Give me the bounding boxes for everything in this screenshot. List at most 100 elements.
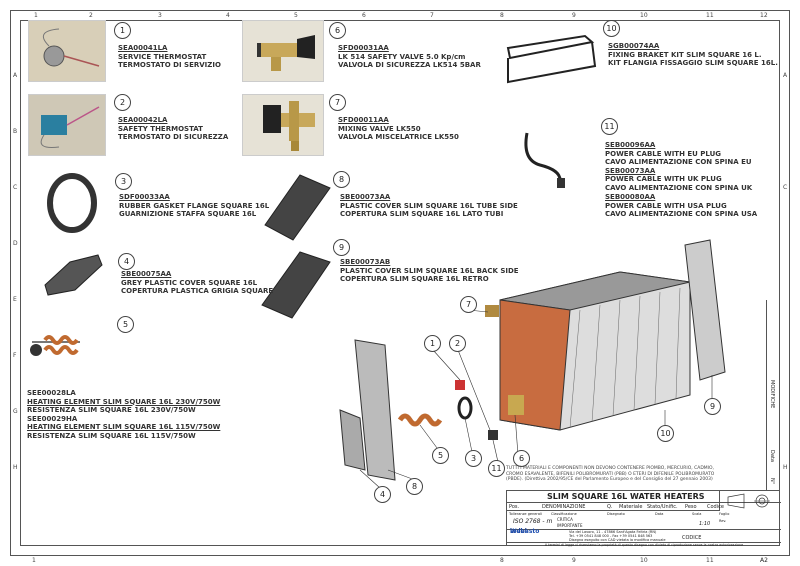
company-phone: Tel. +39 0541 848 000 - Fax +39 0541 848…: [569, 534, 653, 538]
assembly-callout-10: 10: [657, 425, 674, 442]
zone-col: 8: [500, 557, 504, 564]
grey-cover-drawing: [44, 254, 103, 296]
assembly-callout-6: 6: [513, 450, 530, 467]
callout-8: 8: [333, 171, 350, 188]
assembly-callout-4: 4: [374, 486, 391, 503]
callout-6: 6: [329, 22, 346, 39]
tube-side-cover-drawing: [264, 174, 331, 241]
exploded-cover-left: [354, 339, 396, 481]
code-label: CODICE: [682, 535, 702, 541]
zone-row: E: [13, 296, 17, 303]
scale-value: 1:10: [699, 521, 711, 527]
back-side-cover-drawing: [261, 251, 331, 319]
classification-label: Classificazione: [551, 512, 577, 516]
col-pos: Pos.: [509, 504, 520, 510]
drawing-frame: [10, 10, 790, 556]
zone-col: 9: [572, 557, 576, 564]
callout-5: 5: [117, 316, 134, 333]
zone-col: 10: [640, 557, 648, 564]
col-codice: Codice: [707, 504, 724, 510]
compliance-note: TUTTI I MATERIALI E COMPONENTI NON DEVON…: [506, 466, 715, 482]
exploded-cover-small: [339, 409, 366, 471]
mixing-valve-photo: [242, 94, 324, 156]
assembly-callout-2: 2: [449, 335, 466, 352]
important-label: IMPORTANTE: [557, 523, 583, 528]
assembly-callout-9: 9: [704, 398, 721, 415]
safety-valve-photo: [242, 20, 324, 82]
zone-row: H: [783, 464, 788, 471]
col-stato: Stato/Unific.: [647, 504, 678, 510]
sheet-label: Foglio: [719, 512, 730, 516]
exploded-heating-element: [397, 413, 443, 427]
service-thermostat-photo: [28, 20, 106, 82]
zone-col: 4: [226, 12, 230, 19]
zone-col: 9: [572, 12, 576, 19]
safety-thermostat-photo: [28, 94, 106, 156]
company-address: Via del Lavoro, 11 - 47866 Sant'Agata Fe…: [569, 530, 657, 534]
scale-label: Scala: [692, 512, 702, 516]
zone-col: 3: [158, 12, 162, 19]
fixing-bracket-drawing: [506, 34, 597, 84]
zone-row: G: [13, 408, 18, 415]
sheet-size: A2: [760, 557, 768, 564]
zone-row: F: [13, 352, 17, 359]
callout-1: 1: [114, 22, 131, 39]
zone-row: D: [13, 240, 18, 247]
zone-row: A: [13, 72, 18, 79]
zone-row: H: [13, 464, 18, 471]
col-denominazione: DENOMINAZIONE: [542, 504, 586, 510]
tolerance-value: ISO 2768 - m: [513, 518, 553, 525]
assembly-callout-11: 11: [488, 460, 505, 477]
drawing-title: SLIM SQUARE 16L WATER HEATERS: [547, 492, 705, 501]
assembly-callout-8: 8: [406, 478, 423, 495]
rubber-gasket-drawing: [47, 173, 97, 233]
assembly-callout-5: 5: [432, 447, 449, 464]
revisions-label: MODIFICHE: [769, 380, 775, 409]
zone-col: 1: [34, 12, 38, 19]
zone-col: 8: [500, 12, 504, 19]
cad-note: Disegno eseguito con CAD vietata la modi…: [569, 538, 666, 542]
heating-element-drawing: [30, 335, 80, 356]
number-label: N°: [769, 478, 775, 485]
tolerance-label: Tolleranze generali: [509, 512, 542, 516]
callout-leaders: [359, 309, 713, 489]
zone-row: B: [13, 128, 18, 135]
callout-7: 7: [329, 94, 346, 111]
zone-row: C: [13, 184, 18, 191]
water-heater-assembly: [485, 271, 691, 431]
zone-col: 11: [706, 12, 714, 19]
callout-2: 2: [114, 94, 131, 111]
power-cable-drawing: [524, 132, 562, 181]
col-qty: Q.: [607, 504, 613, 510]
assembly-callout-7: 7: [460, 296, 477, 313]
revision-strip: MODIFICHE Data N°: [766, 300, 780, 490]
callout-3: 3: [115, 173, 132, 190]
drawing-border: [20, 20, 780, 546]
zone-col: 11: [706, 557, 714, 564]
callout-11: 11: [601, 118, 618, 135]
callout-9: 9: [333, 239, 350, 256]
exploded-cover-right: [684, 239, 726, 381]
zone-row: C: [783, 184, 788, 191]
date-label: Data: [769, 450, 775, 462]
zone-row: A: [783, 72, 788, 79]
legal-notice: A termini di legge ci riserviamo la prop…: [507, 542, 781, 547]
zone-col: 12: [760, 12, 768, 19]
zone-col: 5: [294, 12, 298, 19]
callout-10: 10: [603, 20, 620, 37]
assembly-callout-3: 3: [465, 450, 482, 467]
zone-col: 1: [32, 557, 36, 564]
projection-symbol: [719, 491, 781, 511]
rev-label: Rev.: [719, 519, 727, 523]
assembly-callout-1: 1: [424, 335, 441, 352]
zone-col: 6: [362, 12, 366, 19]
zone-col: 2: [89, 12, 93, 19]
drawn-label: Disegnato: [607, 512, 625, 516]
